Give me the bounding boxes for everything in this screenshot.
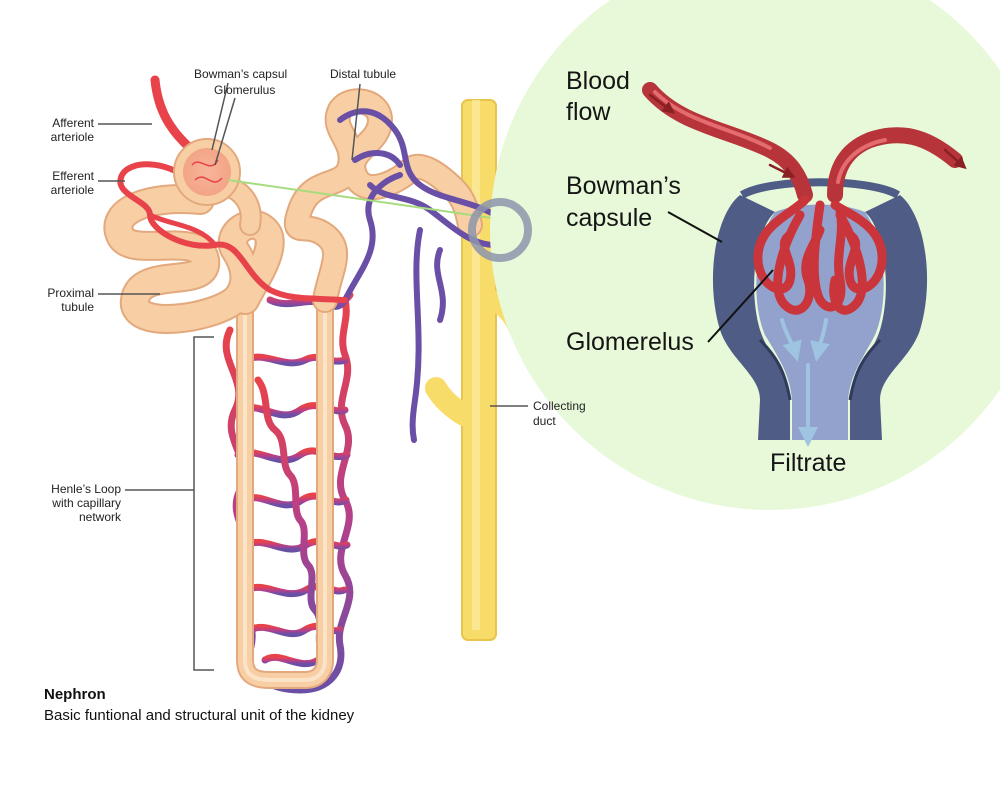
distal-tubule bbox=[283, 88, 483, 313]
filtrate-arrows bbox=[780, 318, 830, 447]
bowmans-capsule bbox=[173, 138, 241, 206]
zoom-inset: Blood flow Bowman’s capsule Glomerelus F… bbox=[468, 0, 1000, 510]
blood-flow-label-line1: Blood bbox=[566, 67, 630, 95]
loop-of-henle bbox=[236, 291, 334, 689]
glomerulus-label: Glomerulus bbox=[214, 83, 275, 97]
afferent-arteriole-label-line2: arteriole bbox=[51, 130, 95, 144]
bowmans-capsul-label: Bowman’s capsul bbox=[194, 67, 287, 81]
nephron-labels: Bowman’s capsul Glomerulus Distal tubule… bbox=[47, 67, 585, 524]
collecting-duct-label-line1: Collecting bbox=[533, 399, 586, 413]
bowmans-capsule-label-line1: Bowman’s bbox=[566, 172, 681, 200]
leader-lines bbox=[98, 82, 528, 671]
filtrate-label: Filtrate bbox=[770, 449, 846, 477]
afferent-arteriole-label-line1: Afferent bbox=[52, 116, 94, 130]
henles-loop-label-line1: Henle’s Loop bbox=[51, 482, 121, 496]
arterioles bbox=[117, 75, 348, 303]
glomerelus-label: Glomerelus bbox=[566, 328, 694, 356]
zoom-connector-line bbox=[227, 179, 493, 219]
collecting-duct-label-line2: duct bbox=[533, 414, 556, 428]
diagram-subtitle: Basic funtional and structural unit of t… bbox=[44, 707, 355, 724]
nephron-illustration bbox=[103, 75, 527, 694]
glomerulus bbox=[183, 148, 231, 196]
proximal-tubule-label-line2: tubule bbox=[61, 300, 94, 314]
efferent-arteriole-label-line2: arteriole bbox=[51, 183, 95, 197]
efferent-arteriole-label-line1: Efferent bbox=[52, 169, 94, 183]
glomerelus-pointer-line bbox=[707, 269, 774, 343]
proximal-tubule-label-line1: Proximal bbox=[47, 286, 94, 300]
blood-flow-label-line2: flow bbox=[566, 98, 611, 126]
capsule-pointer-line bbox=[667, 211, 723, 243]
henles-loop-label-line2: with capillary bbox=[51, 496, 121, 510]
henles-loop-label-line3: network bbox=[79, 510, 122, 524]
inset-source-ring bbox=[468, 198, 532, 262]
diagram-title: Nephron bbox=[44, 686, 106, 703]
inset-blood-vessels bbox=[642, 82, 967, 203]
inset-glomerulus bbox=[753, 195, 887, 315]
distal-tubule-label: Distal tubule bbox=[330, 67, 396, 81]
peritubular-vessels bbox=[337, 108, 498, 443]
bowmans-capsule-label-line2: capsule bbox=[566, 204, 652, 232]
